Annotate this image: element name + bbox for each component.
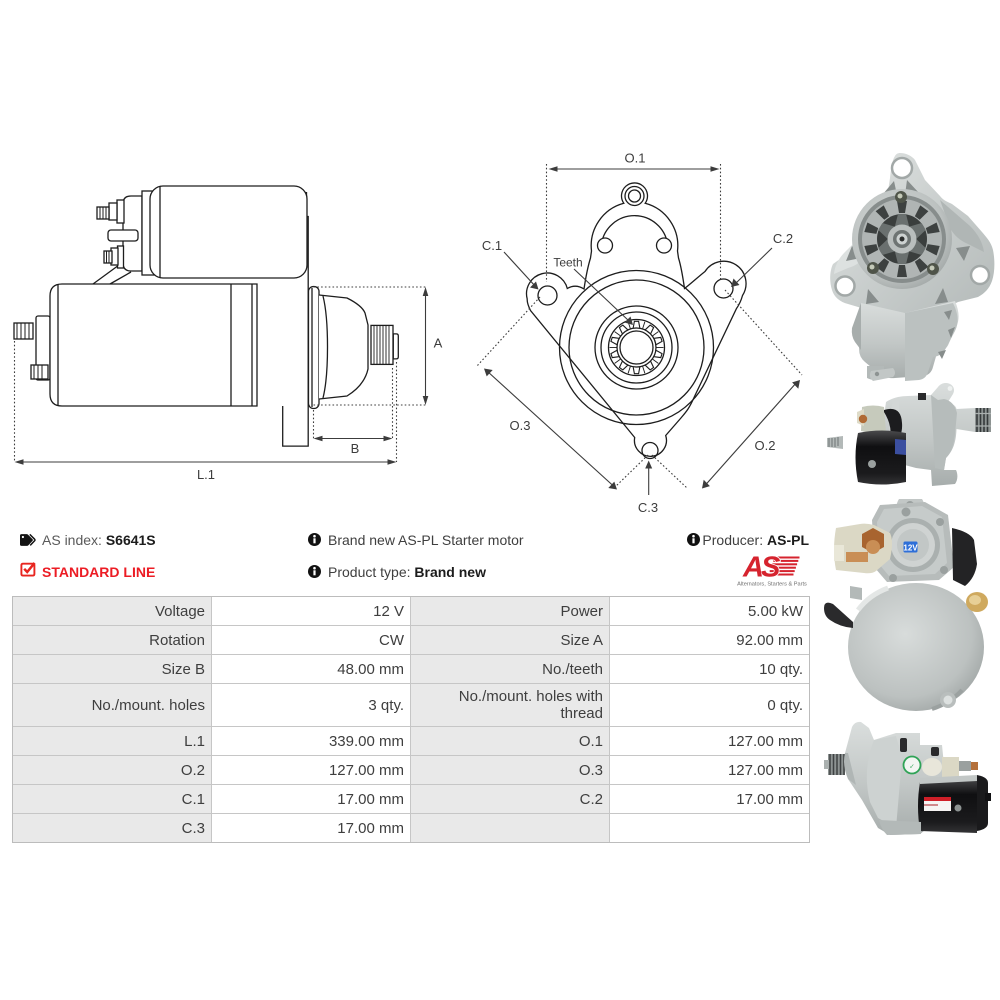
svg-text:C.2: C.2 xyxy=(773,231,793,246)
svg-text:L.1: L.1 xyxy=(197,467,215,482)
svg-text:O.2: O.2 xyxy=(755,438,776,453)
svg-text:C.1: C.1 xyxy=(482,238,502,253)
svg-text:12V: 12V xyxy=(903,544,918,553)
svg-text:Alternators, Starters & Parts: Alternators, Starters & Parts xyxy=(737,582,807,588)
svg-text:AS: AS xyxy=(742,552,781,584)
svg-text:O.3: O.3 xyxy=(510,418,531,433)
svg-text:✓: ✓ xyxy=(909,764,914,771)
svg-text:A: A xyxy=(434,336,443,351)
svg-text:B: B xyxy=(351,441,360,456)
svg-text:O.1: O.1 xyxy=(625,151,646,166)
svg-text:Teeth: Teeth xyxy=(553,256,582,270)
svg-text:C.3: C.3 xyxy=(638,500,658,515)
